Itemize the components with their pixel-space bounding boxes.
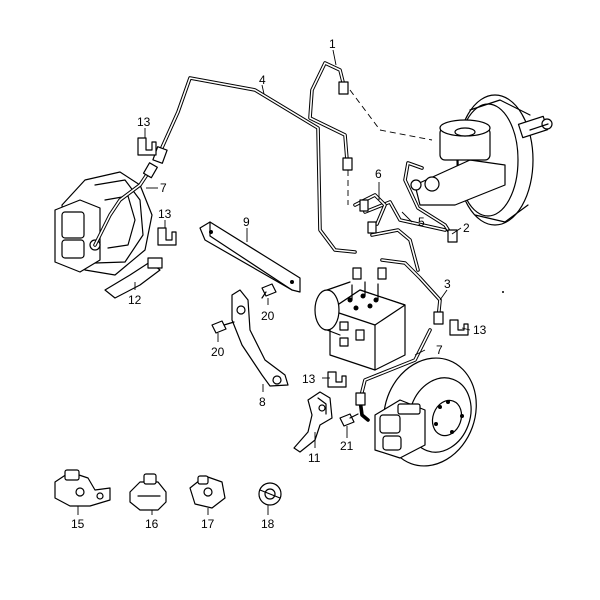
master-cylinder (410, 119, 506, 206)
clip-15 (54, 469, 111, 507)
brake-pipe-4 (158, 76, 357, 254)
bolt-20b (211, 320, 235, 334)
pipe-connection-dashed (349, 89, 433, 141)
speck (502, 291, 504, 293)
front-bracket-12 (104, 257, 163, 299)
callout-18: 18 (261, 517, 275, 531)
clip-13b (157, 227, 177, 246)
clip-13a (137, 137, 157, 156)
clip-13c (449, 319, 469, 336)
callout-13c: 13 (473, 323, 487, 337)
callout-16: 16 (145, 517, 159, 531)
callout-20a: 20 (261, 309, 275, 323)
callout-9: 9 (243, 215, 250, 229)
brake-pipe-5 (363, 200, 447, 272)
brake-pipe-1 (308, 61, 349, 162)
callout-6: 6 (375, 167, 382, 181)
callout-1: 1 (329, 37, 336, 51)
callout-7a: 7 (160, 181, 167, 195)
bolt-21 (339, 413, 359, 427)
brake-pipe-rear (358, 328, 432, 402)
callout-7b: 7 (436, 343, 443, 357)
bolt-20a (261, 283, 277, 299)
callout-17: 17 (201, 517, 215, 531)
callout-13d: 13 (302, 372, 316, 386)
front-brake-hose (93, 162, 158, 247)
callout-11: 11 (308, 451, 321, 465)
callout-4: 4 (259, 73, 266, 87)
bracket-11 (293, 391, 333, 453)
grommet-18 (258, 482, 282, 506)
callout-2: 2 (463, 221, 470, 235)
rear-brake-hose (355, 392, 370, 422)
clip-17 (189, 475, 226, 509)
callout-15: 15 (71, 517, 85, 531)
callout-13b: 13 (158, 207, 172, 221)
callout-12: 12 (128, 293, 142, 307)
rear-brake-caliper (374, 399, 426, 459)
front-brake-caliper (54, 199, 101, 273)
leader-lines (77, 49, 471, 515)
callout-13a: 13 (137, 115, 151, 129)
bracket-9 (199, 221, 301, 293)
callout-21: 21 (340, 439, 354, 453)
clip-13d (327, 371, 347, 388)
pipe-fittings (152, 81, 458, 325)
callout-8: 8 (259, 395, 266, 409)
callout-20b: 20 (211, 345, 225, 359)
brake-pipe-2 (403, 161, 454, 238)
callout-5: 5 (418, 215, 425, 229)
abs-hydraulic-unit (314, 281, 406, 371)
bracket-8 (231, 289, 289, 387)
clip-16 (129, 473, 167, 511)
brake-pipe-3 (380, 258, 442, 322)
callout-3: 3 (444, 277, 451, 291)
